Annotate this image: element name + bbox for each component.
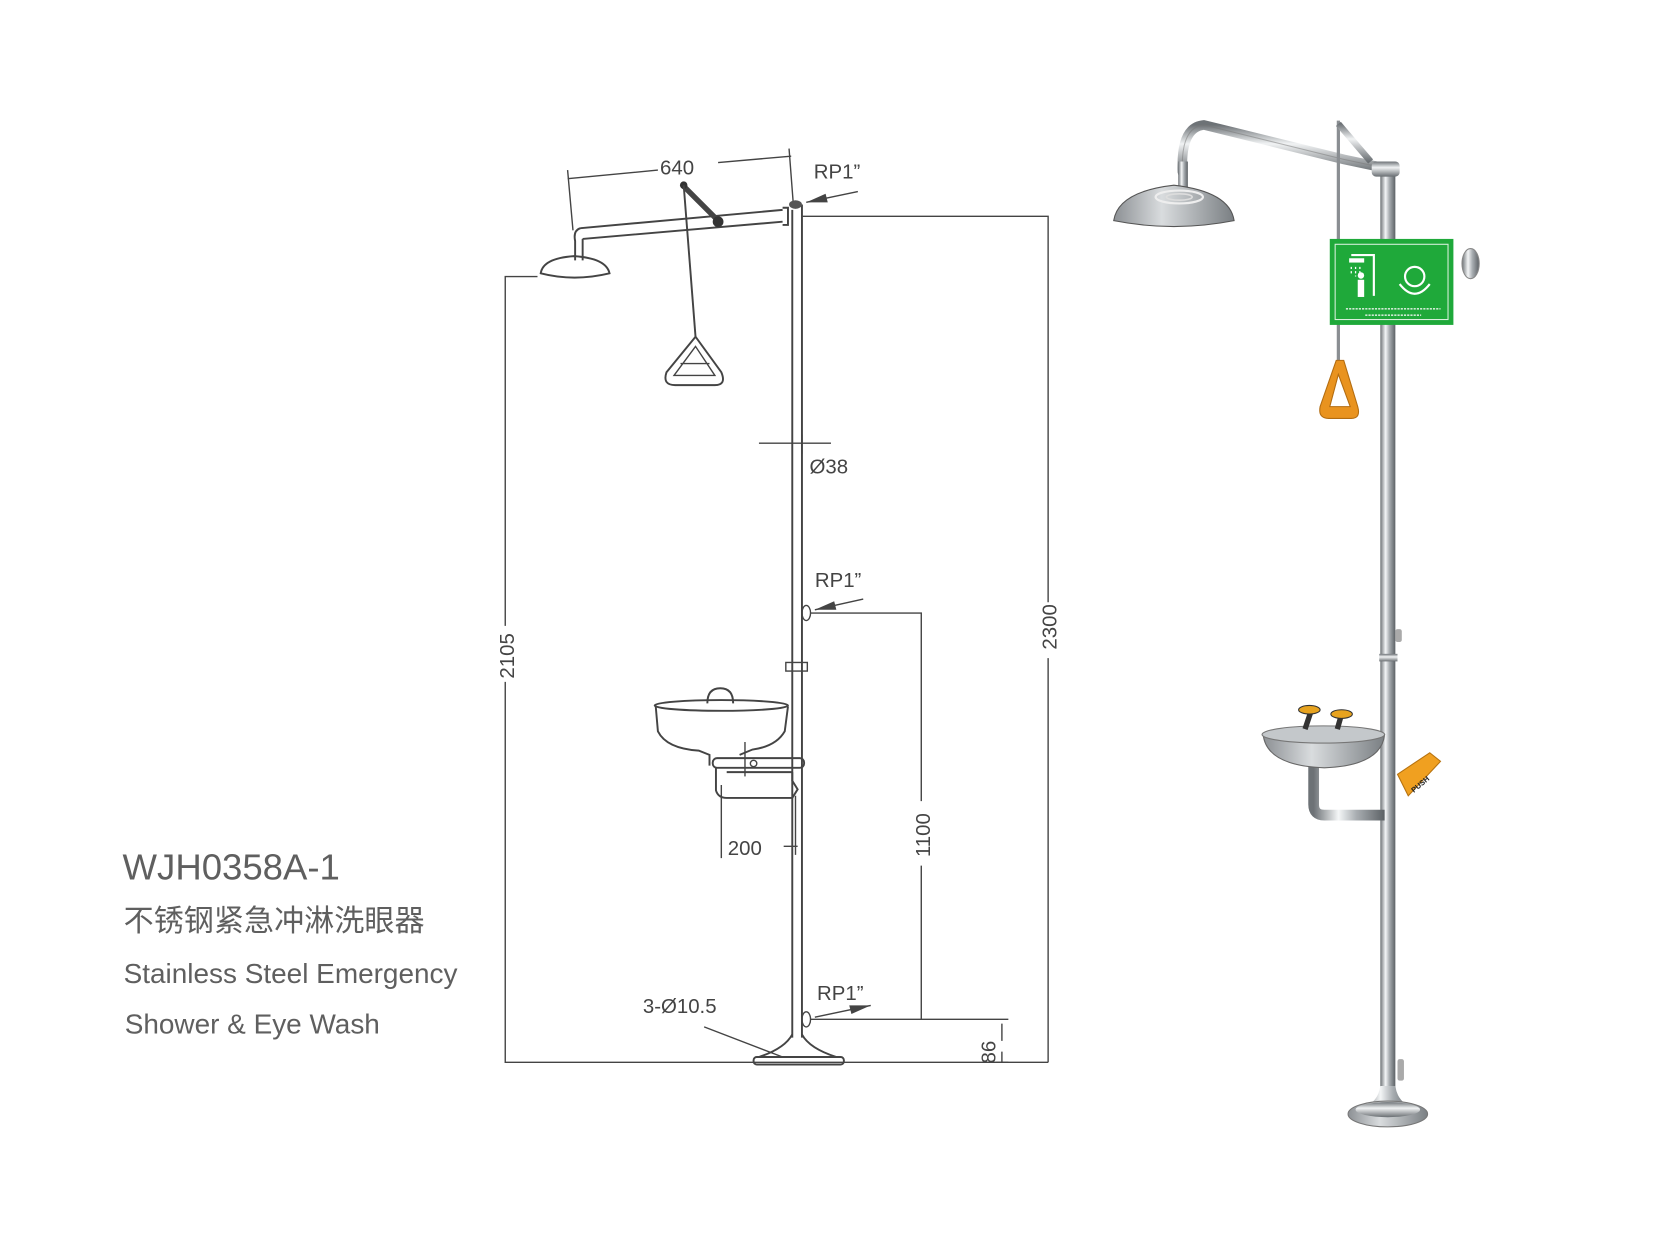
photo-eyewash-bowl: PUSH: [1261, 704, 1442, 821]
pull-rod-handle: [664, 181, 724, 387]
floor-base: 3-Ø10.5: [643, 996, 845, 1066]
dimension-pipe-diameter: Ø38: [758, 434, 848, 478]
dimension-bowl-offset: 200: [720, 785, 798, 860]
photo-safety-sign: [1329, 238, 1480, 325]
inlet-middle-label: RP1”: [815, 570, 862, 592]
dimension-label-diameter: Ø38: [809, 456, 848, 478]
product-caption: WJH0358A-1 不锈钢紧急冲淋洗眼器 Stainless Steel Em…: [123, 847, 458, 1040]
dimension-label-86: 86: [978, 1041, 1000, 1064]
shower-arm: [573, 206, 789, 261]
photo-pull-handle: [1319, 359, 1360, 419]
shower-head: [539, 255, 611, 279]
top-inlet-fitting: [789, 200, 802, 209]
product-name-chinese: 不锈钢紧急冲淋洗眼器: [124, 905, 425, 938]
dimension-shower-height: 2105: [497, 275, 1049, 1064]
dimension-label-1100: 1100: [913, 813, 935, 857]
photo-main-pipe: [1380, 163, 1396, 1110]
main-pipe: [791, 204, 803, 1038]
pipe-coupling: [785, 661, 809, 672]
photo-push-plate: PUSH: [1396, 752, 1442, 797]
product-photo: PUSH: [1113, 120, 1480, 1128]
callout-inlet-bottom: RP1”: [801, 983, 871, 1028]
photo-shower-head: [1113, 184, 1235, 228]
technical-drawing: 640 Ø38 RP1”: [497, 148, 1062, 1066]
inlet-bottom-label: RP1”: [817, 983, 864, 1005]
product-name-english-line1: Stainless Steel Emergency: [124, 958, 458, 989]
inlet-top-label: RP1”: [814, 162, 861, 184]
base-holes-label: 3-Ø10.5: [643, 996, 717, 1018]
dimension-label-640: 640: [660, 157, 694, 179]
callout-inlet-middle: RP1”: [801, 570, 864, 622]
dimension-eyewash-inlet-height: 1100: [810, 612, 935, 1020]
dimension-bottom-inlet-height: 86: [810, 1018, 1009, 1064]
dimension-label-200: 200: [728, 838, 762, 860]
product-name-english-line2: Shower & Eye Wash: [125, 1008, 380, 1039]
dimension-total-height: 2300: [801, 215, 1062, 1063]
callout-inlet-top: RP1”: [806, 162, 861, 204]
dimension-label-2300: 2300: [1040, 604, 1062, 649]
dimension-label-2105: 2105: [497, 633, 519, 678]
photo-floor-base: [1347, 1059, 1429, 1128]
model-number: WJH0358A-1: [123, 847, 340, 888]
dimension-arm-length: 640: [566, 148, 795, 231]
eyewash-bowl: [653, 687, 806, 799]
